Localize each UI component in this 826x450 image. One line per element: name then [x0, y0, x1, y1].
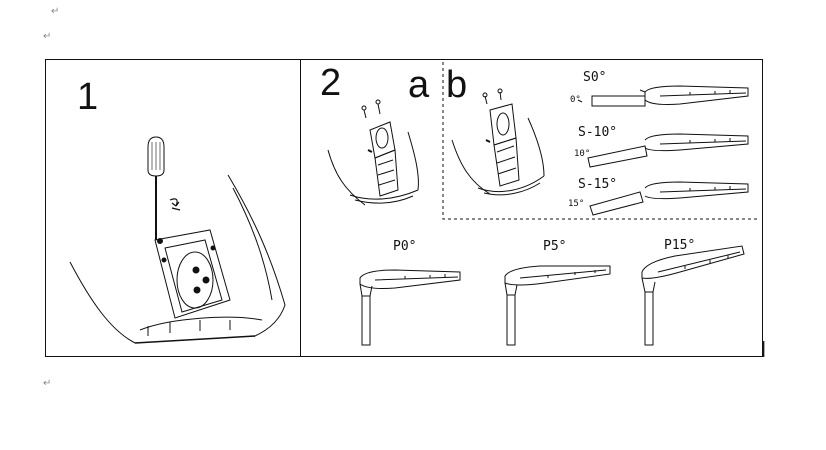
side-angle-small-s0: 0° [570, 95, 581, 105]
side-lamp-s0 [577, 85, 749, 107]
side-angle-label-s15: S-15° [578, 177, 618, 192]
side-angle-small-s15: 15° [568, 199, 585, 209]
step-2b-label: b [446, 64, 468, 106]
post-lamp-p0 [359, 269, 461, 346]
side-lamp-s10 [587, 133, 749, 168]
rotate-arrow-icon [169, 198, 181, 211]
side-lamp-s15 [589, 181, 749, 216]
post-angle-label-p15: P15° [664, 238, 696, 253]
text-cursor: | [761, 338, 767, 357]
step-1-number: 1 [77, 76, 99, 118]
paragraph-mark: ↵ [51, 6, 60, 17]
step-2b-bracket-illustration [451, 88, 545, 196]
post-angle-label-p5: P5° [543, 239, 567, 254]
screwdriver-icon [147, 136, 165, 240]
post-lamp-p5 [504, 265, 611, 346]
step-2-number: 2 [320, 62, 342, 104]
post-lamp-p15 [641, 245, 745, 346]
side-angle-label-s10: S-10° [578, 125, 618, 140]
paragraph-mark: ↵ [43, 378, 52, 389]
side-angle-label-s0: S0° [583, 70, 607, 85]
step-2a-label: a [408, 64, 430, 106]
side-angle-small-s10: 10° [574, 149, 591, 159]
post-angle-label-p0: P0° [393, 239, 417, 254]
paragraph-mark: ↵ [43, 31, 52, 42]
step-1-lamp-illustration [69, 174, 286, 344]
dashed-divider [442, 62, 760, 220]
step-2-panel [300, 59, 763, 357]
step-2a-bracket-illustration [327, 99, 419, 206]
